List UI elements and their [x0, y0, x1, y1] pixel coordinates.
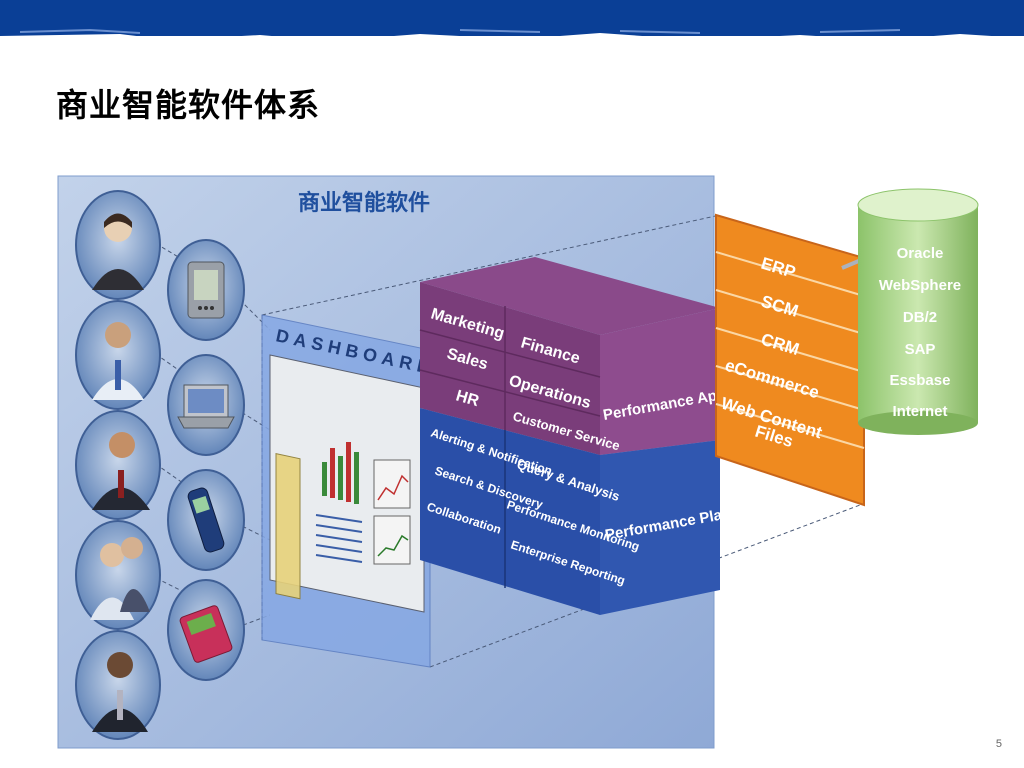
user-team-avatar [76, 521, 160, 629]
dashboard-panel: DASHBOARD [262, 315, 437, 667]
mobile-phone-device-icon [168, 470, 244, 570]
laptop-device-icon [168, 355, 244, 455]
user-field-worker-avatar [76, 631, 160, 739]
user-analyst-avatar [76, 301, 160, 409]
user-executive-avatar [76, 191, 160, 299]
db-websphere: WebSphere [879, 277, 961, 294]
page-number: 5 [996, 738, 1002, 750]
panel-title: 商业智能软件 [298, 190, 430, 216]
db-essbase: Essbase [890, 372, 951, 389]
db-oracle: Oracle [897, 245, 944, 262]
pda-device-icon [168, 240, 244, 340]
db-db2: DB/2 [903, 309, 937, 326]
database-cylinder: Oracle WebSphere DB/2 SAP Essbase Intern… [858, 189, 978, 435]
user-manager-avatar [76, 411, 160, 519]
db-sap: SAP [905, 341, 936, 358]
handheld-organizer-device-icon [168, 580, 244, 680]
user-circles [76, 191, 160, 739]
db-internet: Internet [892, 403, 947, 420]
source-systems-panel: ERP SCM CRM eCommerce Web Content Files [716, 215, 864, 505]
